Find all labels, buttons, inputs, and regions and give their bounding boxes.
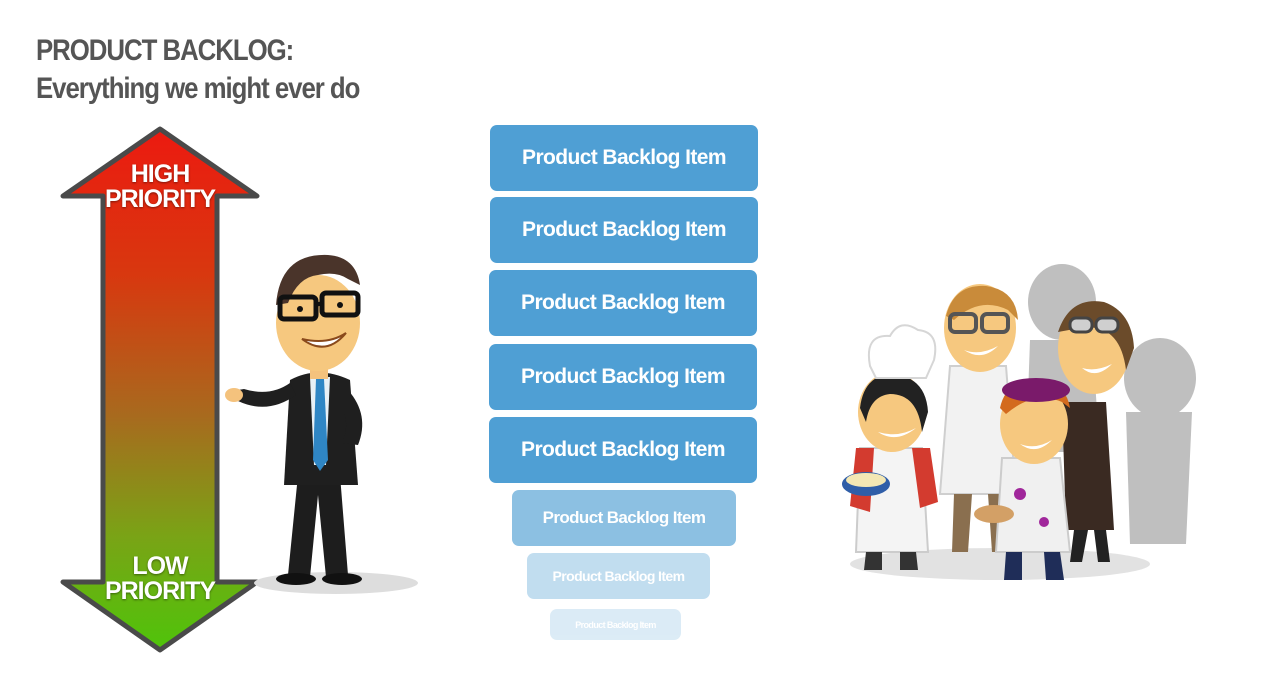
high-priority-label: HIGH PRIORITY xyxy=(104,160,216,213)
low-priority-label: LOW PRIORITY xyxy=(104,552,216,605)
product-owner-illustration xyxy=(225,254,418,594)
backlog-item: Product Backlog Item xyxy=(512,490,736,546)
stakeholders-illustration xyxy=(842,264,1196,580)
backlog-item: Product Backlog Item xyxy=(489,344,757,410)
priority-arrow: HIGH PRIORITY LOW PRIORITY xyxy=(60,126,260,654)
backlog-item: Product Backlog Item xyxy=(490,197,758,263)
title-line-2: Everything we might ever do xyxy=(36,72,360,105)
backlog-item: Product Backlog Item xyxy=(550,609,681,640)
backlog-item: Product Backlog Item xyxy=(489,417,757,483)
title-line-1: PRODUCT BACKLOG: xyxy=(36,34,294,67)
backlog-item: Product Backlog Item xyxy=(489,270,757,336)
backlog-item: Product Backlog Item xyxy=(490,125,758,191)
page-title: PRODUCT BACKLOG: Everything we might eve… xyxy=(36,32,360,108)
backlog-item: Product Backlog Item xyxy=(527,553,710,599)
